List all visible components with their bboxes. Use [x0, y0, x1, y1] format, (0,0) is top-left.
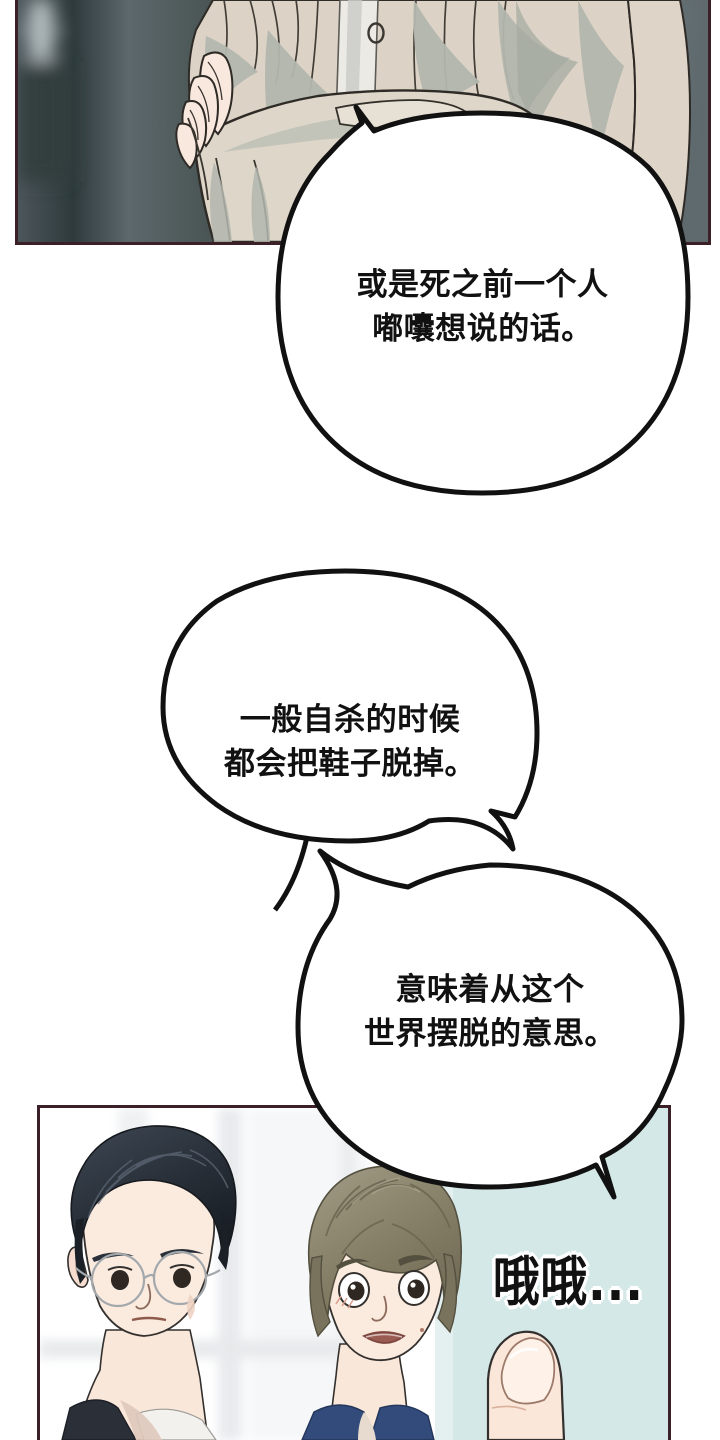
panel-bottom	[37, 1105, 671, 1440]
speech-bubble-2-text: 一般自杀的时候 都会把鞋子脱掉。	[224, 702, 476, 782]
panel-bottom-artwork	[40, 1108, 668, 1440]
character-right	[301, 1165, 462, 1440]
sfx-oh-text: 哦哦...	[493, 1252, 644, 1313]
speech-bubble-3-text: 意味着从这个 世界摆脱的意思。	[364, 972, 616, 1052]
speech-bubble-3: 意味着从这个 世界摆脱的意思。	[290, 845, 690, 1210]
speech-bubble-2: 一般自杀的时候 都会把鞋子脱掉。	[155, 565, 545, 912]
speech-bubble-3-shape	[295, 848, 685, 1200]
speech-bubble-2-shape	[160, 568, 540, 912]
character-left	[61, 1125, 237, 1440]
speech-bubble-1-shape	[275, 104, 691, 496]
speech-bubble-1: 或是死之前一个人 嘟囔想说的话。	[270, 104, 695, 500]
speech-bubble-1-text: 或是死之前一个人 嘟囔想说的话。	[356, 267, 609, 347]
thumb-pointing	[486, 1330, 566, 1440]
